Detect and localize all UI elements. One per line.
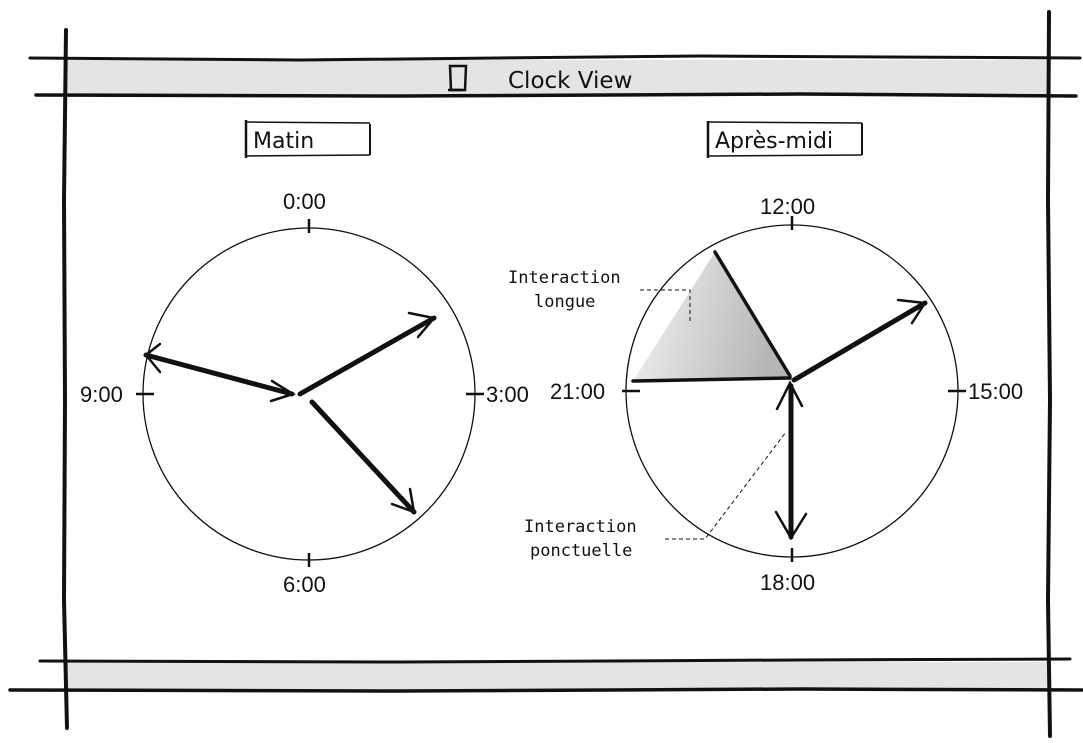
clock-apres-midi: Après-midi 12:00 18:00 21:00 15:00 bbox=[550, 121, 1023, 595]
long-interaction-sector bbox=[631, 250, 792, 383]
clock-face bbox=[142, 227, 476, 561]
bottom-bar bbox=[64, 662, 1048, 690]
tick-label-top: 12:00 bbox=[760, 194, 815, 219]
annotation-punctual-line1: Interaction bbox=[524, 517, 637, 537]
clock-title-box bbox=[706, 121, 863, 158]
tick-label-left: 21:00 bbox=[550, 379, 605, 404]
tick-label-bottom: 6:00 bbox=[283, 572, 326, 597]
clock-arrows bbox=[143, 311, 437, 515]
clock-title-box bbox=[244, 120, 371, 158]
tick-label-right: 3:00 bbox=[486, 382, 529, 407]
window-frame bbox=[8, 10, 1083, 738]
annotation-punctual-line2: ponctuelle bbox=[530, 541, 632, 561]
arrow-down-double bbox=[774, 380, 808, 541]
clock-arrows bbox=[774, 298, 928, 541]
tick-label-left: 9:00 bbox=[80, 382, 123, 407]
title-bar bbox=[64, 60, 1048, 94]
clock-title: Après-midi bbox=[715, 129, 833, 154]
arrow-top-right bbox=[297, 311, 437, 397]
annotation-leaders bbox=[640, 289, 787, 540]
window-title: Clock View bbox=[508, 68, 632, 94]
annotation-long-line2: longue bbox=[534, 292, 595, 312]
tick-label-right: 15:00 bbox=[968, 379, 1023, 404]
tick-label-bottom: 18:00 bbox=[760, 570, 815, 595]
arrow-bottom-right bbox=[309, 399, 417, 515]
annotation-long-line1: Interaction bbox=[508, 268, 621, 288]
tick-label-top: 0:00 bbox=[283, 189, 326, 214]
arrow-left-double bbox=[143, 342, 296, 403]
clock-ticks bbox=[622, 216, 966, 562]
clock-matin: Matin 0:00 6:00 9:00 3:00 bbox=[80, 120, 529, 597]
clock-ticks bbox=[136, 219, 484, 567]
clock-title: Matin bbox=[253, 129, 314, 154]
window-icon[interactable] bbox=[448, 64, 468, 92]
arrow-top-right bbox=[791, 298, 928, 383]
